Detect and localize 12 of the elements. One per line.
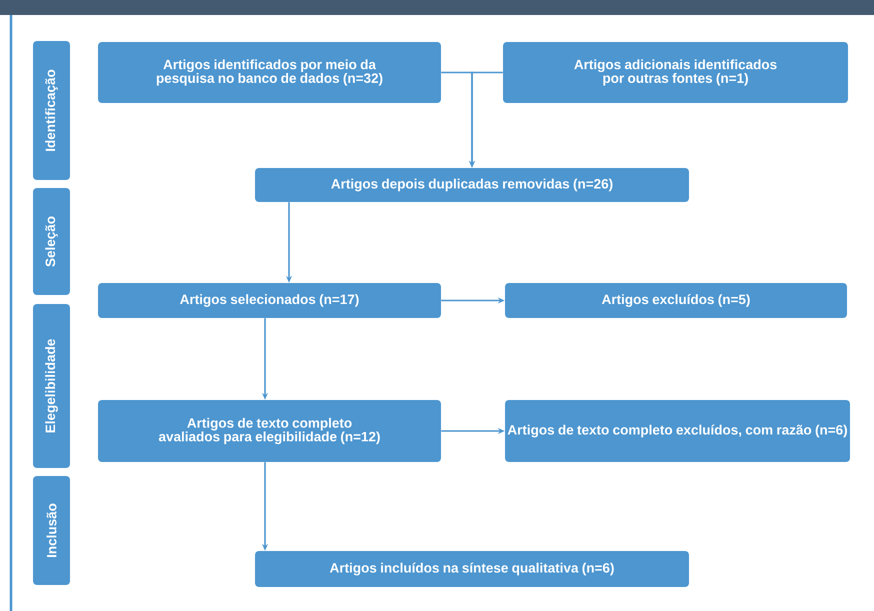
process-box: Artigos de texto completo avaliados para elegibilidade (n=12) xyxy=(98,400,441,462)
process-box: Artigos identificados por meio da pesquisa no banco de dados (n=32) xyxy=(98,42,441,103)
process-box: Artigos excluídos (n=5) xyxy=(505,283,848,318)
process-box: Artigos depois duplicadas removidas (n=26) xyxy=(255,168,689,202)
stage-label: Elegelibilidade xyxy=(33,304,70,468)
process-box: Artigos selecionados (n=17) xyxy=(98,283,441,318)
stage-label: Seleção xyxy=(33,188,70,295)
stage-label: Inclusão xyxy=(33,476,70,585)
process-box: Artigos adicionais identificados por outras fontes (n=1) xyxy=(503,42,848,103)
process-box: Artigos de texto completo excluídos, com razão (n=6) xyxy=(505,400,850,462)
stage-label: Identificação xyxy=(33,41,70,180)
process-box: Artigos incluídos na síntese qualitativa (n=6) xyxy=(255,551,689,587)
